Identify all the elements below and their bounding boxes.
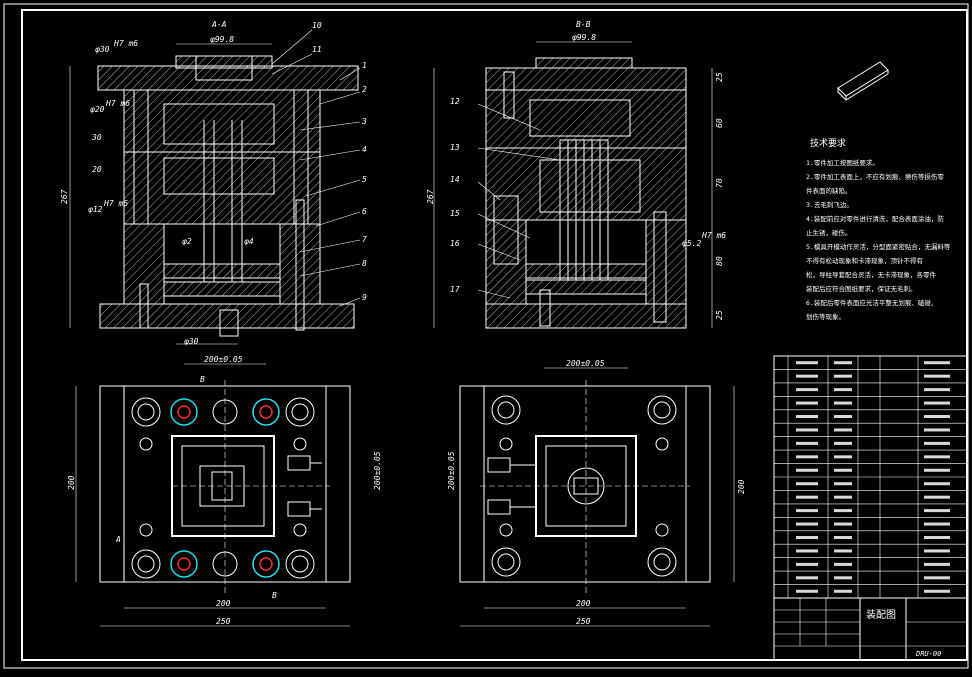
dim-plan-right-w1: 200 [576,599,591,608]
dim-aa-20: 20 [92,165,102,174]
section-label-aa: A-A [211,20,227,29]
plan-view-right: 200±0.05 200±0.05 200 200 250 [447,359,746,627]
dim-aa-left-c: φ12 [88,205,103,214]
dim-bb-r1: 25 [715,72,724,82]
part-number-12: 12 [450,97,460,106]
tech-line-10: 装配后应符合图纸要求，保证无毛刺。 [806,284,917,293]
dim-bb-r4: 80 [715,256,724,266]
part-number-9: 9 [362,293,367,302]
dim-aa-top: φ99.8 [210,35,234,44]
inner-frame [21,9,968,661]
dim-plan-right-top: 200±0.05 [566,359,605,368]
tech-line-6: 止生锈，碰伤。 [806,228,852,237]
part-number-8: 8 [362,259,367,268]
part-numbers-right: 12 13 14 15 16 17 [450,97,561,299]
technical-requirements: 技术要求 1.零件加工按图纸要求。 2.零件加工表面上，不应有划痕、擦伤等损伤零… [806,137,951,321]
dim-plan-right-side: 200 [737,479,746,494]
tech-line-7: 5.模具开模动作灵活，分型面紧密贴合，无漏料等 [806,242,951,251]
dim-aa-bottom: φ30 [184,337,199,346]
tech-line-1: 1.零件加工按图纸要求。 [806,158,879,167]
dim-aa-left-a-tol: H7 m6 [113,39,138,48]
view-marker-b-top: B [200,375,205,384]
dim-bb-r5: 25 [715,310,724,320]
title-block: 装配图 DRU-00 [773,597,968,661]
dim-plan-left-top: 200±0.05 [204,355,243,364]
part-number-7: 7 [362,235,367,244]
isometric-pin-detail [837,61,889,101]
part-number-2: 2 [362,85,367,94]
part-number-4: 4 [362,145,367,154]
dim-bb-height: 267 [426,189,435,204]
tech-line-12: 划伤等现象。 [806,312,845,321]
dim-plan-left-w1: 200 [216,599,231,608]
plan-view-left: 200±0.05 200 200±0.05 200 250 A B B [67,355,382,627]
dim-aa-phi2: φ2 [182,237,192,246]
section-aa-view: A-A φ99.8 φ30 [60,20,367,346]
section-bb-view: B-B φ99.8 267 25 60 70 80 2 [426,20,726,329]
part-number-6: 6 [362,207,367,216]
title-block-drawing-no: DRU-00 [915,650,941,658]
tech-line-9: 松，导柱导套配合灵活，无卡滞现象，各零件 [806,270,937,279]
tech-title: 技术要求 [810,137,846,149]
part-number-16: 16 [450,239,460,248]
bill-of-materials [773,355,968,599]
dim-plan-left-inner: 200±0.05 [373,451,382,490]
dim-aa-left-c-tol: H7 m6 [103,199,128,208]
dim-bb-r2: 60 [715,118,724,128]
tech-line-5: 4.装配前应对零件进行清洗，配合表面涂油，防 [806,214,944,223]
tech-line-2: 2.零件加工表面上，不应有划痕、擦伤等损伤零 [806,172,944,181]
part-number-15: 15 [450,209,460,218]
tech-line-11: 6.装配后零件表面应光洁平整无划痕、磕碰、 [806,298,937,307]
title-block-name: 装配图 [866,608,896,621]
part-number-1: 1 [362,61,367,70]
part-number-3: 3 [361,117,367,126]
part-numbers-left: 10 11 1 2 3 4 5 6 7 8 9 [271,21,367,307]
dim-plan-left-side: 200 [67,475,76,490]
view-marker-a-bottom: A [115,535,121,544]
tech-line-8: 不得有松动现象和卡滞现象，顶针不得有 [806,256,924,265]
dim-plan-right-inner: 200±0.05 [447,451,456,490]
view-marker-b-bottom: B [272,591,277,600]
dim-bb-phi: φ5.2 [682,239,701,248]
part-number-11: 11 [312,45,322,54]
dim-aa-left-a: φ30 [95,45,110,54]
dim-aa-left-b: φ20 [90,105,105,114]
tech-line-3: 件表面的缺陷。 [806,186,852,195]
dim-plan-right-w2: 250 [576,617,591,626]
dim-bb-r3: 70 [715,178,724,188]
part-number-13: 13 [450,143,460,152]
dim-bb-phi-tol: H7 m6 [701,231,726,240]
dim-aa-left-b-tol: H7 m6 [105,99,130,108]
dim-aa-height: 267 [60,189,69,204]
dim-aa-30: 30 [91,133,102,142]
part-number-10: 10 [312,21,322,30]
part-number-17: 17 [450,285,460,294]
dim-bb-top: φ99.8 [572,33,596,42]
tech-line-4: 3.去毛刺飞边。 [806,200,853,209]
part-number-14: 14 [450,175,460,184]
dim-plan-left-w2: 250 [216,617,231,626]
section-label-bb: B-B [576,20,591,29]
dim-aa-phi4: φ4 [244,237,254,246]
part-number-5: 5 [362,175,367,184]
